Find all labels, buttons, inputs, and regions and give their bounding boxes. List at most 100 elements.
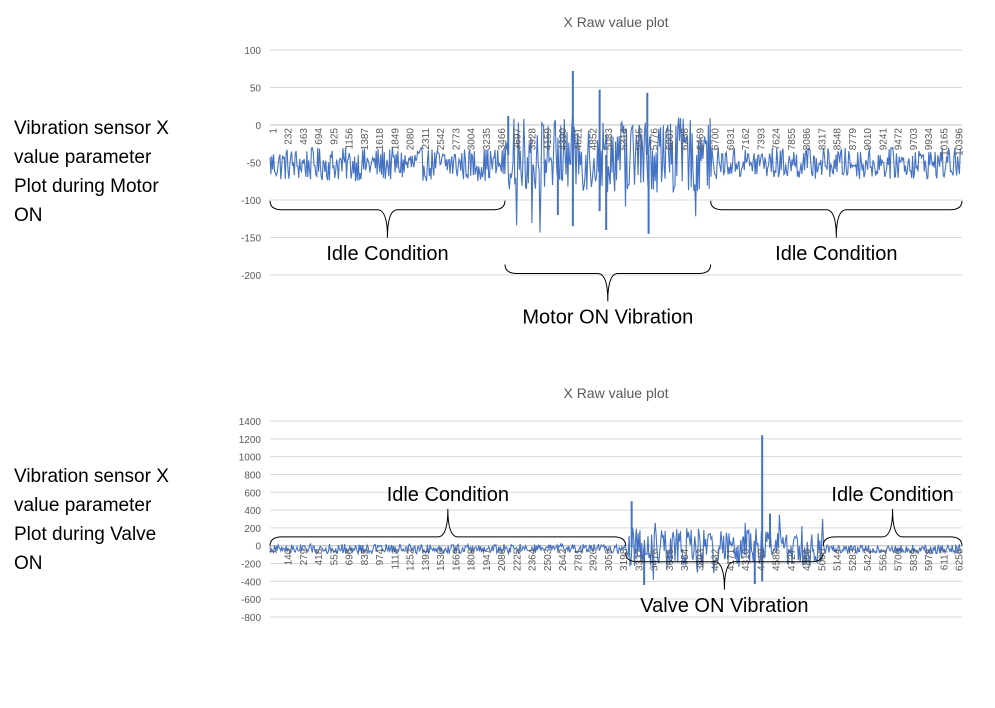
x-tick-label: 1113 — [390, 548, 401, 569]
x-tick-label: 232 — [284, 128, 295, 145]
caption-line: Vibration sensor X — [14, 466, 169, 487]
y-tick-label: -100 — [241, 196, 261, 207]
x-tick-label: 3198 — [619, 548, 630, 571]
y-tick-label: 0 — [255, 121, 261, 132]
x-tick-label: 3754 — [680, 548, 691, 571]
side-caption-motor: Vibration sensor X value parameter Plot … — [14, 114, 224, 230]
x-tick-label: 4588 — [772, 548, 783, 571]
x-tick-label: 5314 — [619, 128, 630, 151]
brace — [269, 200, 506, 238]
x-tick-label: 5283 — [848, 548, 859, 571]
segment-annotation: Idle Condition — [775, 243, 897, 265]
y-tick-label: -200 — [241, 271, 261, 282]
y-tick-label: 0 — [255, 542, 261, 553]
x-tick-label: 2542 — [436, 128, 447, 151]
x-tick-label: 8548 — [833, 128, 844, 151]
caption-line: Plot during Motor — [14, 176, 159, 197]
y-tick-label: 600 — [244, 488, 261, 499]
segment-annotation: Idle Condition — [831, 484, 953, 506]
x-tick-label: 9934 — [924, 128, 935, 151]
y-tick-label: 400 — [244, 506, 261, 517]
y-tick-label: 1000 — [239, 453, 262, 464]
x-tick-label: 2225 — [512, 548, 523, 571]
series-line — [269, 514, 962, 580]
y-tick-label: -600 — [241, 595, 261, 606]
brace — [269, 508, 627, 546]
y-tick-label: -800 — [241, 613, 261, 624]
x-tick-label: 2920 — [589, 548, 600, 571]
x-tick-label: 2086 — [497, 548, 508, 571]
x-tick-label: 835 — [360, 548, 371, 565]
x-tick-label: 1808 — [467, 548, 478, 571]
x-tick-label: 4449 — [756, 548, 767, 571]
x-tick-label: 5561 — [878, 548, 889, 571]
caption-line: value parameter — [14, 147, 152, 168]
brace — [710, 200, 963, 238]
y-tick-label: -150 — [241, 234, 261, 245]
x-tick-label: 8779 — [848, 128, 859, 151]
x-tick-label: 6469 — [695, 128, 706, 151]
x-tick-label: 1387 — [360, 128, 371, 151]
x-tick-label: 418 — [314, 548, 325, 565]
x-tick-label: 10165 — [939, 128, 950, 156]
y-tick-label: -200 — [241, 560, 261, 571]
x-tick-label: 2364 — [528, 548, 539, 571]
y-tick-label: 1200 — [239, 435, 262, 446]
side-caption-valve: Vibration sensor X value parameter Plot … — [14, 462, 224, 578]
brace — [822, 508, 963, 546]
x-tick-label: 1849 — [390, 128, 401, 151]
y-tick-label: -50 — [247, 159, 262, 170]
x-tick-label: 6117 — [939, 548, 950, 570]
x-tick-label: 4310 — [741, 548, 752, 571]
x-tick-label: 1669 — [451, 548, 462, 571]
y-tick-label: 100 — [244, 46, 261, 57]
x-tick-label: 2773 — [451, 128, 462, 151]
segment-annotation: Valve ON Vibration — [640, 595, 808, 617]
x-tick-label: 3697 — [512, 128, 523, 151]
chart-title: X Raw value plot — [563, 14, 668, 30]
x-tick-label: 5005 — [817, 548, 828, 571]
y-tick-label: 1400 — [239, 417, 262, 428]
caption-line: Plot during Valve — [14, 524, 157, 545]
x-tick-label: 4032 — [711, 548, 722, 571]
x-tick-label: 5839 — [909, 548, 920, 571]
x-tick-label: 3928 — [528, 128, 539, 151]
x-tick-label: 7393 — [756, 128, 767, 151]
x-tick-label: 9010 — [863, 128, 874, 151]
caption-line: ON — [14, 553, 43, 574]
x-tick-label: 3235 — [482, 128, 493, 151]
x-tick-label: 1530 — [436, 548, 447, 571]
segment-annotation: Idle Condition — [387, 484, 509, 506]
segment-annotation: Motor ON Vibration — [522, 307, 693, 329]
x-tick-label: 7624 — [772, 128, 783, 151]
x-tick-label: 974 — [375, 548, 386, 565]
x-tick-label: 3476 — [650, 548, 661, 571]
chart-title: X Raw value plot — [563, 385, 668, 401]
x-tick-label: 1252 — [406, 548, 417, 571]
x-tick-label: 10396 — [955, 128, 966, 156]
x-tick-label: 9472 — [894, 128, 905, 151]
caption-line: ON — [14, 205, 43, 226]
x-tick-label: 3615 — [665, 548, 676, 571]
x-tick-label: 925 — [329, 128, 340, 145]
y-tick-label: -400 — [241, 577, 261, 588]
x-tick-label: 5776 — [650, 128, 661, 151]
x-tick-label: 4852 — [589, 128, 600, 151]
x-tick-label: 1 — [269, 128, 280, 134]
x-tick-label: 3466 — [497, 128, 508, 151]
x-tick-label: 4866 — [802, 548, 813, 571]
x-tick-label: 1391 — [421, 548, 432, 571]
x-tick-label: 6700 — [711, 128, 722, 151]
x-tick-label: 6007 — [665, 128, 676, 151]
x-tick-label: 1156 — [345, 128, 356, 150]
x-tick-label: 5083 — [604, 128, 615, 151]
y-tick-label: 50 — [250, 84, 262, 95]
x-tick-label: 5700 — [894, 548, 905, 571]
x-tick-label: 6931 — [726, 128, 737, 151]
x-tick-label: 6238 — [680, 128, 691, 151]
x-tick-label: 2503 — [543, 548, 554, 571]
y-tick-label: 200 — [244, 524, 261, 535]
x-tick-label: 140 — [284, 548, 295, 565]
x-tick-label: 5144 — [833, 548, 844, 571]
